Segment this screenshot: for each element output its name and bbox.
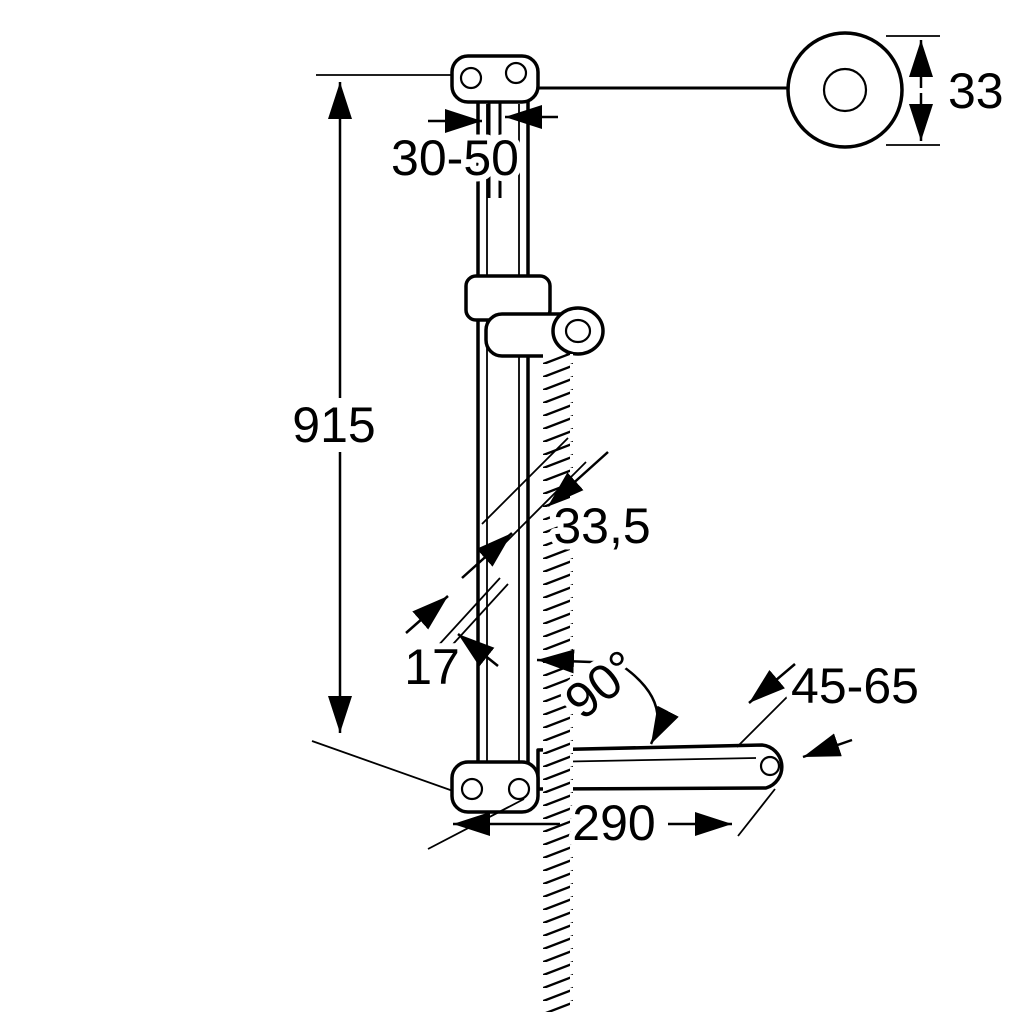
- dim-bar-clearance: 45-65: [736, 652, 925, 759]
- dim-arrow: [748, 663, 796, 704]
- bottom-bar-highlight: [543, 757, 757, 763]
- top-bracket-screw-left: [459, 66, 483, 90]
- dimensions: 915 30-50 33 33,5 17: [286, 40, 1010, 857]
- shower-hose: [543, 354, 573, 1012]
- projection-line: [481, 437, 569, 525]
- dim-label-bar-clearance: 45-65: [791, 658, 919, 714]
- ext-line: [737, 788, 776, 837]
- holder-knob: [551, 306, 605, 356]
- angle-arrow-to-rail: [536, 649, 619, 674]
- dim-label-flange-depth: 33: [948, 63, 1004, 119]
- projection-line: [736, 689, 795, 748]
- wall-flange-outer: [786, 31, 904, 149]
- dim-arrow: [461, 532, 513, 579]
- dim-wall-clearance: 30-50: [385, 105, 558, 192]
- bottom-bracket-screw-right: [507, 777, 531, 801]
- projection-line: [435, 577, 501, 649]
- dim-label-rail-width: 33,5: [553, 498, 650, 554]
- bottom-bar: [536, 743, 784, 791]
- ext-line-915-bottom: [311, 740, 471, 798]
- holder-knob-center: [564, 318, 592, 344]
- angle-arc-to-bar: [617, 661, 679, 745]
- bar-pivot: [759, 755, 781, 777]
- hose-coil-texture: [543, 354, 573, 1012]
- dim-bar-length: 290: [427, 788, 776, 857]
- dim-label-wall-clearance: 30-50: [391, 130, 519, 186]
- dim-arrow: [802, 733, 853, 759]
- extension-lines: [311, 35, 940, 798]
- dim-arrow: [457, 633, 499, 667]
- top-bracket-screw-right: [504, 61, 528, 85]
- dim-label-rail-depth: 17: [404, 639, 460, 695]
- projection-line: [443, 583, 509, 655]
- dim-label-rail-length: 915: [292, 397, 375, 453]
- dim-label-bar-length: 290: [572, 795, 655, 851]
- rail-assembly: [450, 31, 904, 814]
- wall-flange-hole: [822, 67, 868, 113]
- bottom-wall-bracket: [450, 760, 540, 814]
- dim-flange-depth: 33: [909, 40, 1010, 141]
- dim-arrow: [405, 595, 449, 634]
- dim-rail-depth: 17: [398, 577, 509, 701]
- dim-arrow: [547, 451, 609, 507]
- dim-rail-length: 915: [286, 82, 382, 733]
- bottom-bracket-screw-left: [460, 777, 484, 801]
- rail-tube: [476, 98, 530, 774]
- dim-rail-width: 33,5: [461, 437, 657, 579]
